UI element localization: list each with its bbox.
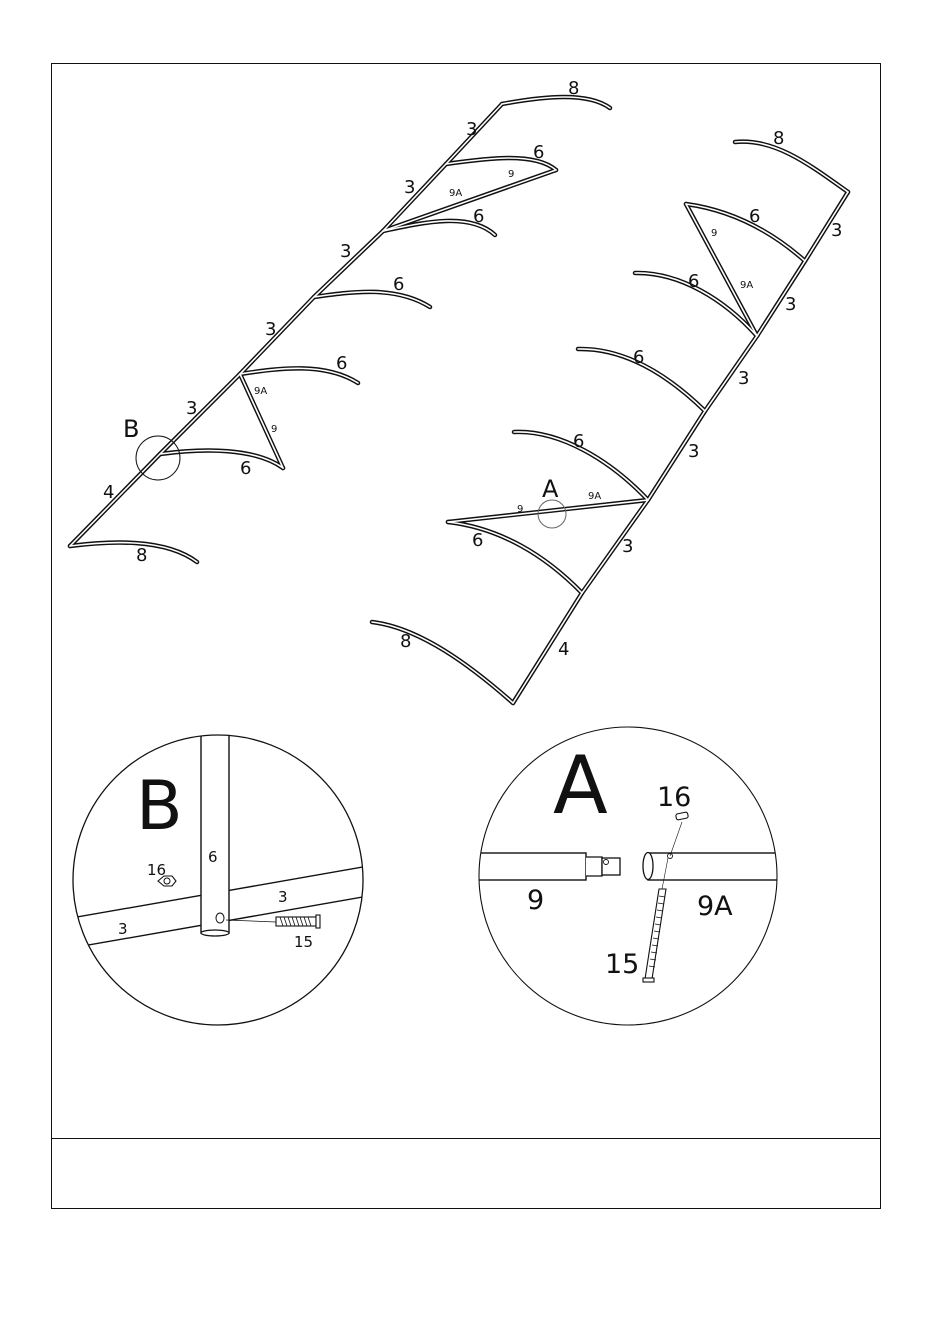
label-3: 3 xyxy=(688,441,699,462)
detail-b-label-15: 15 xyxy=(294,933,313,951)
label-6: 6 xyxy=(688,271,699,292)
label-8: 8 xyxy=(136,545,147,566)
right-bottom-arc-8 xyxy=(372,622,513,703)
left-frame-labels: 8 3 6 9 3 9A 6 3 6 3 6 9A 3 9 6 4 8 B xyxy=(103,78,579,566)
callout-label-b: B xyxy=(123,415,139,443)
label-6: 6 xyxy=(336,353,347,374)
label-9a: 9A xyxy=(740,280,753,291)
detail-a-letter: A xyxy=(553,739,608,832)
label-3: 3 xyxy=(785,294,796,315)
label-4: 4 xyxy=(558,639,569,660)
detail-a-label-15: 15 xyxy=(605,949,639,980)
right-frame-labels: 8 6 9 3 6 9A 3 6 3 6 3 A 9A 9 6 3 8 4 xyxy=(400,128,842,660)
label-6: 6 xyxy=(533,142,544,163)
right-arc-6-bottom xyxy=(448,522,582,593)
label-6: 6 xyxy=(473,206,484,227)
left-frame-assembly xyxy=(70,97,610,562)
right-top-arc-8 xyxy=(735,142,848,192)
detail-a-tube-9a xyxy=(648,853,788,880)
detail-b-label-3-left: 3 xyxy=(118,920,128,938)
label-3: 3 xyxy=(622,536,633,557)
label-6: 6 xyxy=(633,347,644,368)
label-8: 8 xyxy=(400,631,411,652)
detail-a-label-9a: 9A xyxy=(697,891,733,922)
detail-a-label-9: 9 xyxy=(527,885,544,916)
label-6: 6 xyxy=(573,431,584,452)
label-6: 6 xyxy=(472,530,483,551)
detail-b-letter: B xyxy=(136,767,183,846)
label-3: 3 xyxy=(186,398,197,419)
detail-b-bolt-15 xyxy=(226,915,320,928)
label-8: 8 xyxy=(773,128,784,149)
label-3: 3 xyxy=(466,119,477,140)
label-6: 6 xyxy=(393,274,404,295)
label-9a: 9A xyxy=(588,491,601,502)
callout-circle-a xyxy=(538,500,566,528)
label-9: 9 xyxy=(517,504,523,515)
label-3: 3 xyxy=(265,319,276,340)
label-3: 3 xyxy=(738,368,749,389)
callout-label-a: A xyxy=(542,475,559,503)
detail-b-label-6: 6 xyxy=(208,848,218,866)
label-3: 3 xyxy=(831,220,842,241)
right-frame-assembly xyxy=(372,142,848,703)
detail-a-label-16: 16 xyxy=(657,782,691,813)
label-4: 4 xyxy=(103,482,114,503)
right-frame-inner-lines xyxy=(372,142,848,703)
detail-a-nut-16 xyxy=(676,812,689,820)
left-top-arc-8 xyxy=(502,97,610,108)
label-9a: 9A xyxy=(449,188,462,199)
left-frame-inner-lines xyxy=(70,97,610,562)
right-spine-tube xyxy=(513,192,848,703)
label-3: 3 xyxy=(404,177,415,198)
label-6: 6 xyxy=(749,206,760,227)
detail-b: B 6 16 3 3 15 xyxy=(60,700,380,1025)
label-9: 9 xyxy=(271,424,277,435)
detail-a: A 16 9 9A 15 xyxy=(470,727,788,1025)
label-9a: 9A xyxy=(254,386,267,397)
label-9: 9 xyxy=(508,169,514,180)
label-9: 9 xyxy=(711,228,717,239)
detail-a-tube-9 xyxy=(470,853,586,880)
detail-b-label-3-right: 3 xyxy=(278,888,288,906)
label-8: 8 xyxy=(568,78,579,99)
label-6: 6 xyxy=(240,458,251,479)
detail-b-label-16: 16 xyxy=(147,861,166,879)
label-3: 3 xyxy=(340,241,351,262)
